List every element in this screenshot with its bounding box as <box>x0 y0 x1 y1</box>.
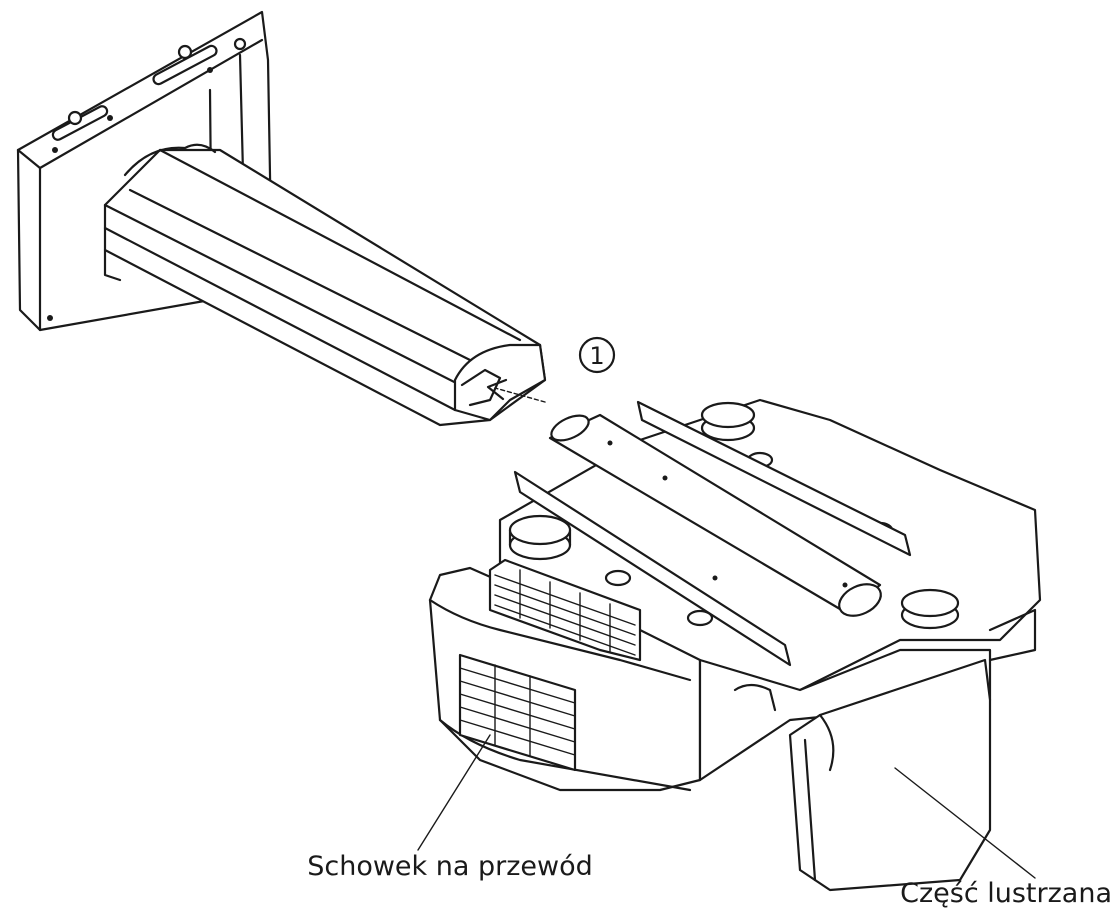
front-vent-grille <box>458 653 577 772</box>
mounting-rails <box>513 400 912 667</box>
callout-line-cable-cover <box>417 734 491 851</box>
top-vent-grille <box>488 558 642 662</box>
label-cable-cover: Schowek na przewód <box>307 851 593 882</box>
insert-arrow <box>486 378 546 403</box>
step-1-marker: 1 <box>578 336 616 374</box>
callout-line-mirror-part <box>894 767 1036 879</box>
step-number: 1 <box>589 342 604 370</box>
label-mirror-part: Część lustrzana <box>900 878 1112 909</box>
mount-arm <box>103 143 547 427</box>
extension-pipe <box>548 413 882 617</box>
projector <box>428 398 1042 892</box>
adjustment-knobs <box>508 401 960 630</box>
